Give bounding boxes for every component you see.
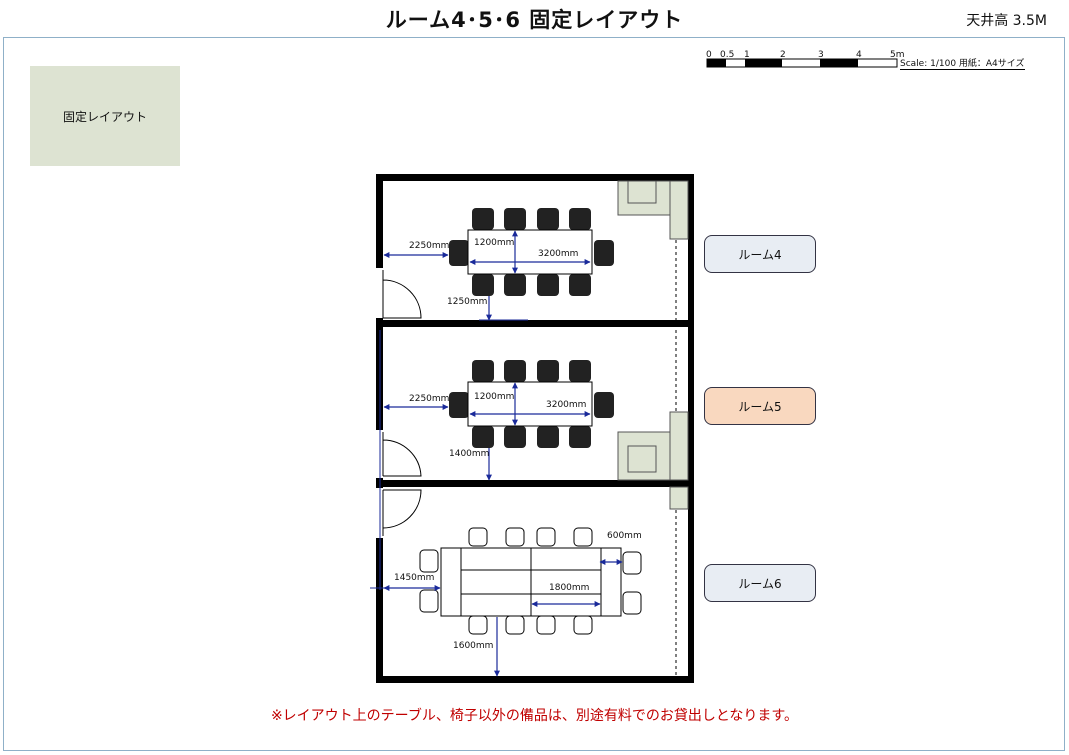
room6-bottom-dim: 1600mm	[453, 641, 493, 651]
scale-tick-labels: 0 0.5 1 2 3 4 5m	[706, 50, 905, 60]
page-title: ルーム4･5･6 固定レイアウト	[385, 8, 684, 32]
room4-table-width-dim: 1200mm	[474, 238, 514, 248]
ceiling-height: 天井高 3.5M	[966, 13, 1047, 29]
scale-tick-2: 2	[780, 50, 786, 60]
scale-info: Scale: 1/100 用紙：A4サイズ	[900, 56, 1025, 70]
scale-tick-0: 0	[706, 50, 712, 60]
scale-tick-3: 3	[818, 50, 824, 60]
pillars	[617, 180, 689, 510]
room6-wall-dim: 1450mm	[394, 573, 434, 583]
room4-label[interactable]: ルーム4	[704, 235, 816, 273]
content-frame	[3, 37, 1065, 751]
room5-table	[467, 381, 593, 427]
room5-bottom-dim: 1400mm	[449, 449, 489, 459]
scale-tick-05: 0.5	[720, 50, 734, 60]
room5-table-length-dim: 3200mm	[546, 400, 586, 410]
scale-tick-5: 5m	[890, 50, 905, 60]
room6-tables	[440, 547, 622, 617]
scale-tick-4: 4	[856, 50, 862, 60]
footer-note: ※レイアウト上のテーブル、椅子以外の備品は、別途有料でのお貸出しとなります。	[270, 708, 799, 724]
room5-wall-dim: 2250mm	[409, 394, 449, 404]
room5-chairs	[449, 360, 614, 448]
dimension-lines	[370, 230, 623, 677]
dimension-labels: 2250mm 1200mm 3200mm 1250mm 2250mm 1200m…	[394, 238, 642, 651]
room6-table-length-dim: 1800mm	[549, 583, 589, 593]
room6-chairs	[419, 527, 642, 635]
room5-label[interactable]: ルーム5	[704, 387, 816, 425]
room6-label[interactable]: ルーム6	[704, 564, 816, 602]
room4-table-length-dim: 3200mm	[538, 249, 578, 259]
scale-bar: 0 0.5 1 2 3 4 5m	[706, 50, 905, 68]
room6-chair-gap-dim: 600mm	[607, 531, 642, 541]
room4-wall-dim: 2250mm	[409, 241, 449, 251]
room4-table	[467, 229, 593, 275]
layout-tag: 固定レイアウト	[30, 66, 180, 166]
room5-table-width-dim: 1200mm	[474, 392, 514, 402]
room4-chairs	[449, 208, 614, 296]
room4-bottom-dim: 1250mm	[447, 297, 487, 307]
scale-tick-1: 1	[744, 50, 750, 60]
doors	[382, 270, 422, 536]
